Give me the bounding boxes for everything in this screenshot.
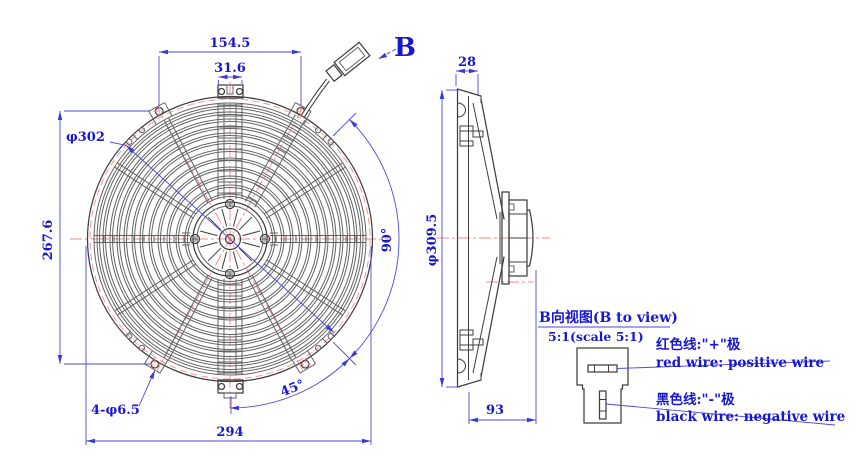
connector-detail-view (538, 326, 836, 426)
dimension-labels: 154.5 31.6 267.6 φ302 4-φ6.5 294 90° 45°… (41, 33, 504, 440)
dim-45deg: 45° (278, 377, 306, 400)
dim-31-6: 31.6 (214, 61, 246, 76)
detail-scale: 5:1(scale 5:1) (548, 329, 644, 344)
dim-294: 294 (216, 425, 243, 440)
view-label-b: B (394, 33, 416, 63)
wire-negative-cn: 黑色线:"-"极 (656, 391, 735, 408)
dim-154-5: 154.5 (210, 36, 251, 51)
dim-28: 28 (458, 55, 476, 70)
dim-phi309-5: φ309.5 (425, 214, 440, 266)
dim-90deg: 90° (380, 228, 395, 253)
wire-positive-en: red wire: positive wire (656, 355, 824, 371)
fan-side-view (437, 88, 550, 388)
dim-93: 93 (486, 403, 504, 418)
detail-view-labels: B向视图(B to view) 5:1(scale 5:1) 红色线:"+"极 … (539, 309, 845, 425)
dimension-lines (57, 48, 537, 445)
wire-positive-cn: 红色线:"+"极 (656, 336, 741, 353)
detail-title: B向视图(B to view) (539, 309, 678, 326)
dim-267-6: 267.6 (41, 220, 56, 261)
wire-negative-en: black wire: negative wire (656, 409, 845, 425)
dim-4-phi6-5: 4-φ6.5 (91, 403, 140, 418)
fan-front-view (86, 41, 374, 399)
dim-phi302: φ302 (66, 130, 105, 145)
